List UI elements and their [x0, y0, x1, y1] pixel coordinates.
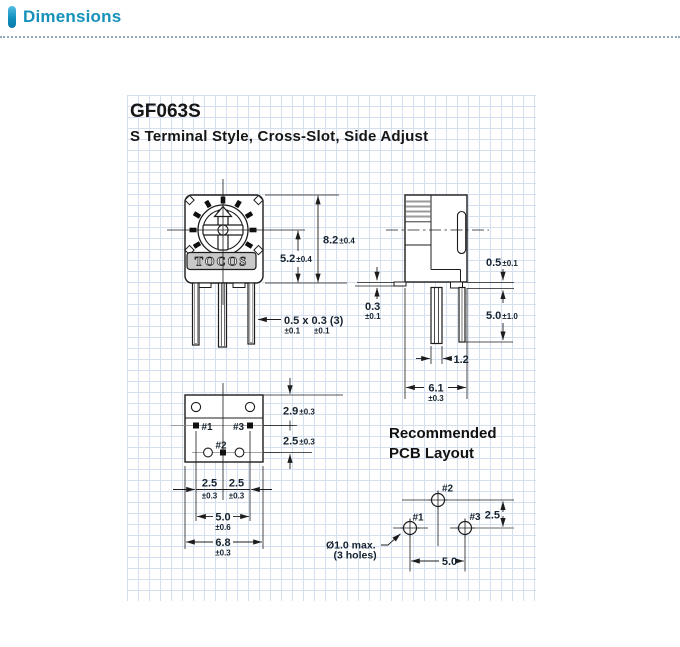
- pcb-layout-heading: Recommended PCB Layout: [389, 424, 497, 464]
- dim-standoff-tol: ±0.1: [365, 312, 381, 321]
- terminal-3-pad: [247, 422, 253, 429]
- brand-logo-text: TOCOS: [195, 255, 249, 269]
- dim-span-tol: ±0.6: [215, 523, 231, 532]
- front-legs: [191, 282, 256, 348]
- dim-pitch-left: 2.5: [202, 478, 217, 490]
- dim-depth: 6.1: [428, 383, 443, 395]
- model-subtitle: S Terminal Style, Cross-Slot, Side Adjus…: [130, 128, 429, 145]
- dim-shoulder: 0.5±0.1: [486, 257, 518, 269]
- dim-pitch-right: 2.5: [229, 478, 244, 490]
- dim-lower-height: 5.2±0.4: [280, 253, 312, 265]
- terminal-1-pad: [193, 422, 199, 429]
- terminal-3-label: #3: [233, 422, 245, 433]
- dim-depth-tol: ±0.3: [428, 394, 444, 403]
- dim-pitch-right-tol: ±0.3: [229, 492, 245, 501]
- dim-lead-offset: 1.2: [454, 354, 469, 366]
- pcb-hole-crosshairs: [400, 490, 475, 538]
- dim-pcb-row-gap: 2.5: [485, 510, 500, 522]
- pcb-hole-1-label: #1: [413, 513, 425, 524]
- bottom-view: #1 #3 #2: [171, 383, 293, 500]
- terminal-1-label: #1: [202, 422, 214, 433]
- dim-lead-length: 5.0±1.0: [486, 310, 518, 322]
- front-view-dimensions: 8.2±0.4 5.2±0.4 0.5 x 0.3 (3) ±0.1 ±0.1: [258, 194, 355, 336]
- dim-width-overall: 6.8: [215, 537, 230, 549]
- model-title: GF063S: [130, 101, 201, 122]
- dim-lead-section-tol-b: ±0.1: [314, 327, 330, 336]
- dim-row-gap: 2.5±0.3: [283, 436, 315, 448]
- dim-standoff: 0.3: [365, 301, 380, 313]
- dim-pcb-span: 5.0: [442, 556, 457, 568]
- dim-lead-section: 0.5 x 0.3 (3): [284, 315, 344, 327]
- pcb-heading-line1: Recommended: [389, 425, 497, 442]
- pcb-layout: #2 #1 #3 2.5 5.0 Ø1.0 max. (3 holes): [326, 484, 514, 572]
- drawing-canvas: [127, 95, 536, 601]
- dial-edge-serrations: [405, 200, 431, 218]
- brand-banner: TOCOS: [186, 251, 257, 271]
- dim-lead-section-tol-a: ±0.1: [285, 327, 301, 336]
- side-legs: [430, 286, 466, 345]
- front-view: TOCOS: [167, 179, 305, 348]
- pcb-hole-3-label: #3: [470, 512, 482, 523]
- side-view: [355, 194, 514, 345]
- pcb-heading-line2: PCB Layout: [389, 445, 475, 462]
- dotted-divider: [0, 36, 680, 38]
- side-adjust-ridge: [456, 210, 467, 255]
- terminal-2-label: #2: [216, 441, 228, 452]
- side-view-dimensions: 0.5±0.1 0.3 ±0.1 5.0±1.0 1.2 6.1 ±0.3: [365, 257, 518, 403]
- hole-note-line2: (3 holes): [334, 550, 377, 562]
- bottom-view-dimensions: 2.9±0.3 2.5±0.3 2.5 2.5 ±0.3 ±0.3 5.0 ±0…: [173, 378, 343, 558]
- hole-note-line1: Ø1.0 max.: [326, 540, 376, 552]
- dim-total-height: 8.2±0.4: [323, 235, 355, 247]
- front-corner-notches: [184, 194, 264, 256]
- dim-edge-to-row1: 2.9±0.3: [283, 406, 315, 418]
- pcb-hole-2-label: #2: [442, 484, 454, 495]
- section-title: Dimensions: [23, 7, 122, 26]
- section-marker-icon: [8, 6, 16, 28]
- dim-width-overall-tol: ±0.3: [215, 549, 231, 558]
- dim-span: 5.0: [215, 512, 230, 524]
- section-header: Dimensions: [8, 6, 121, 28]
- dim-pitch-left-tol: ±0.3: [202, 492, 218, 501]
